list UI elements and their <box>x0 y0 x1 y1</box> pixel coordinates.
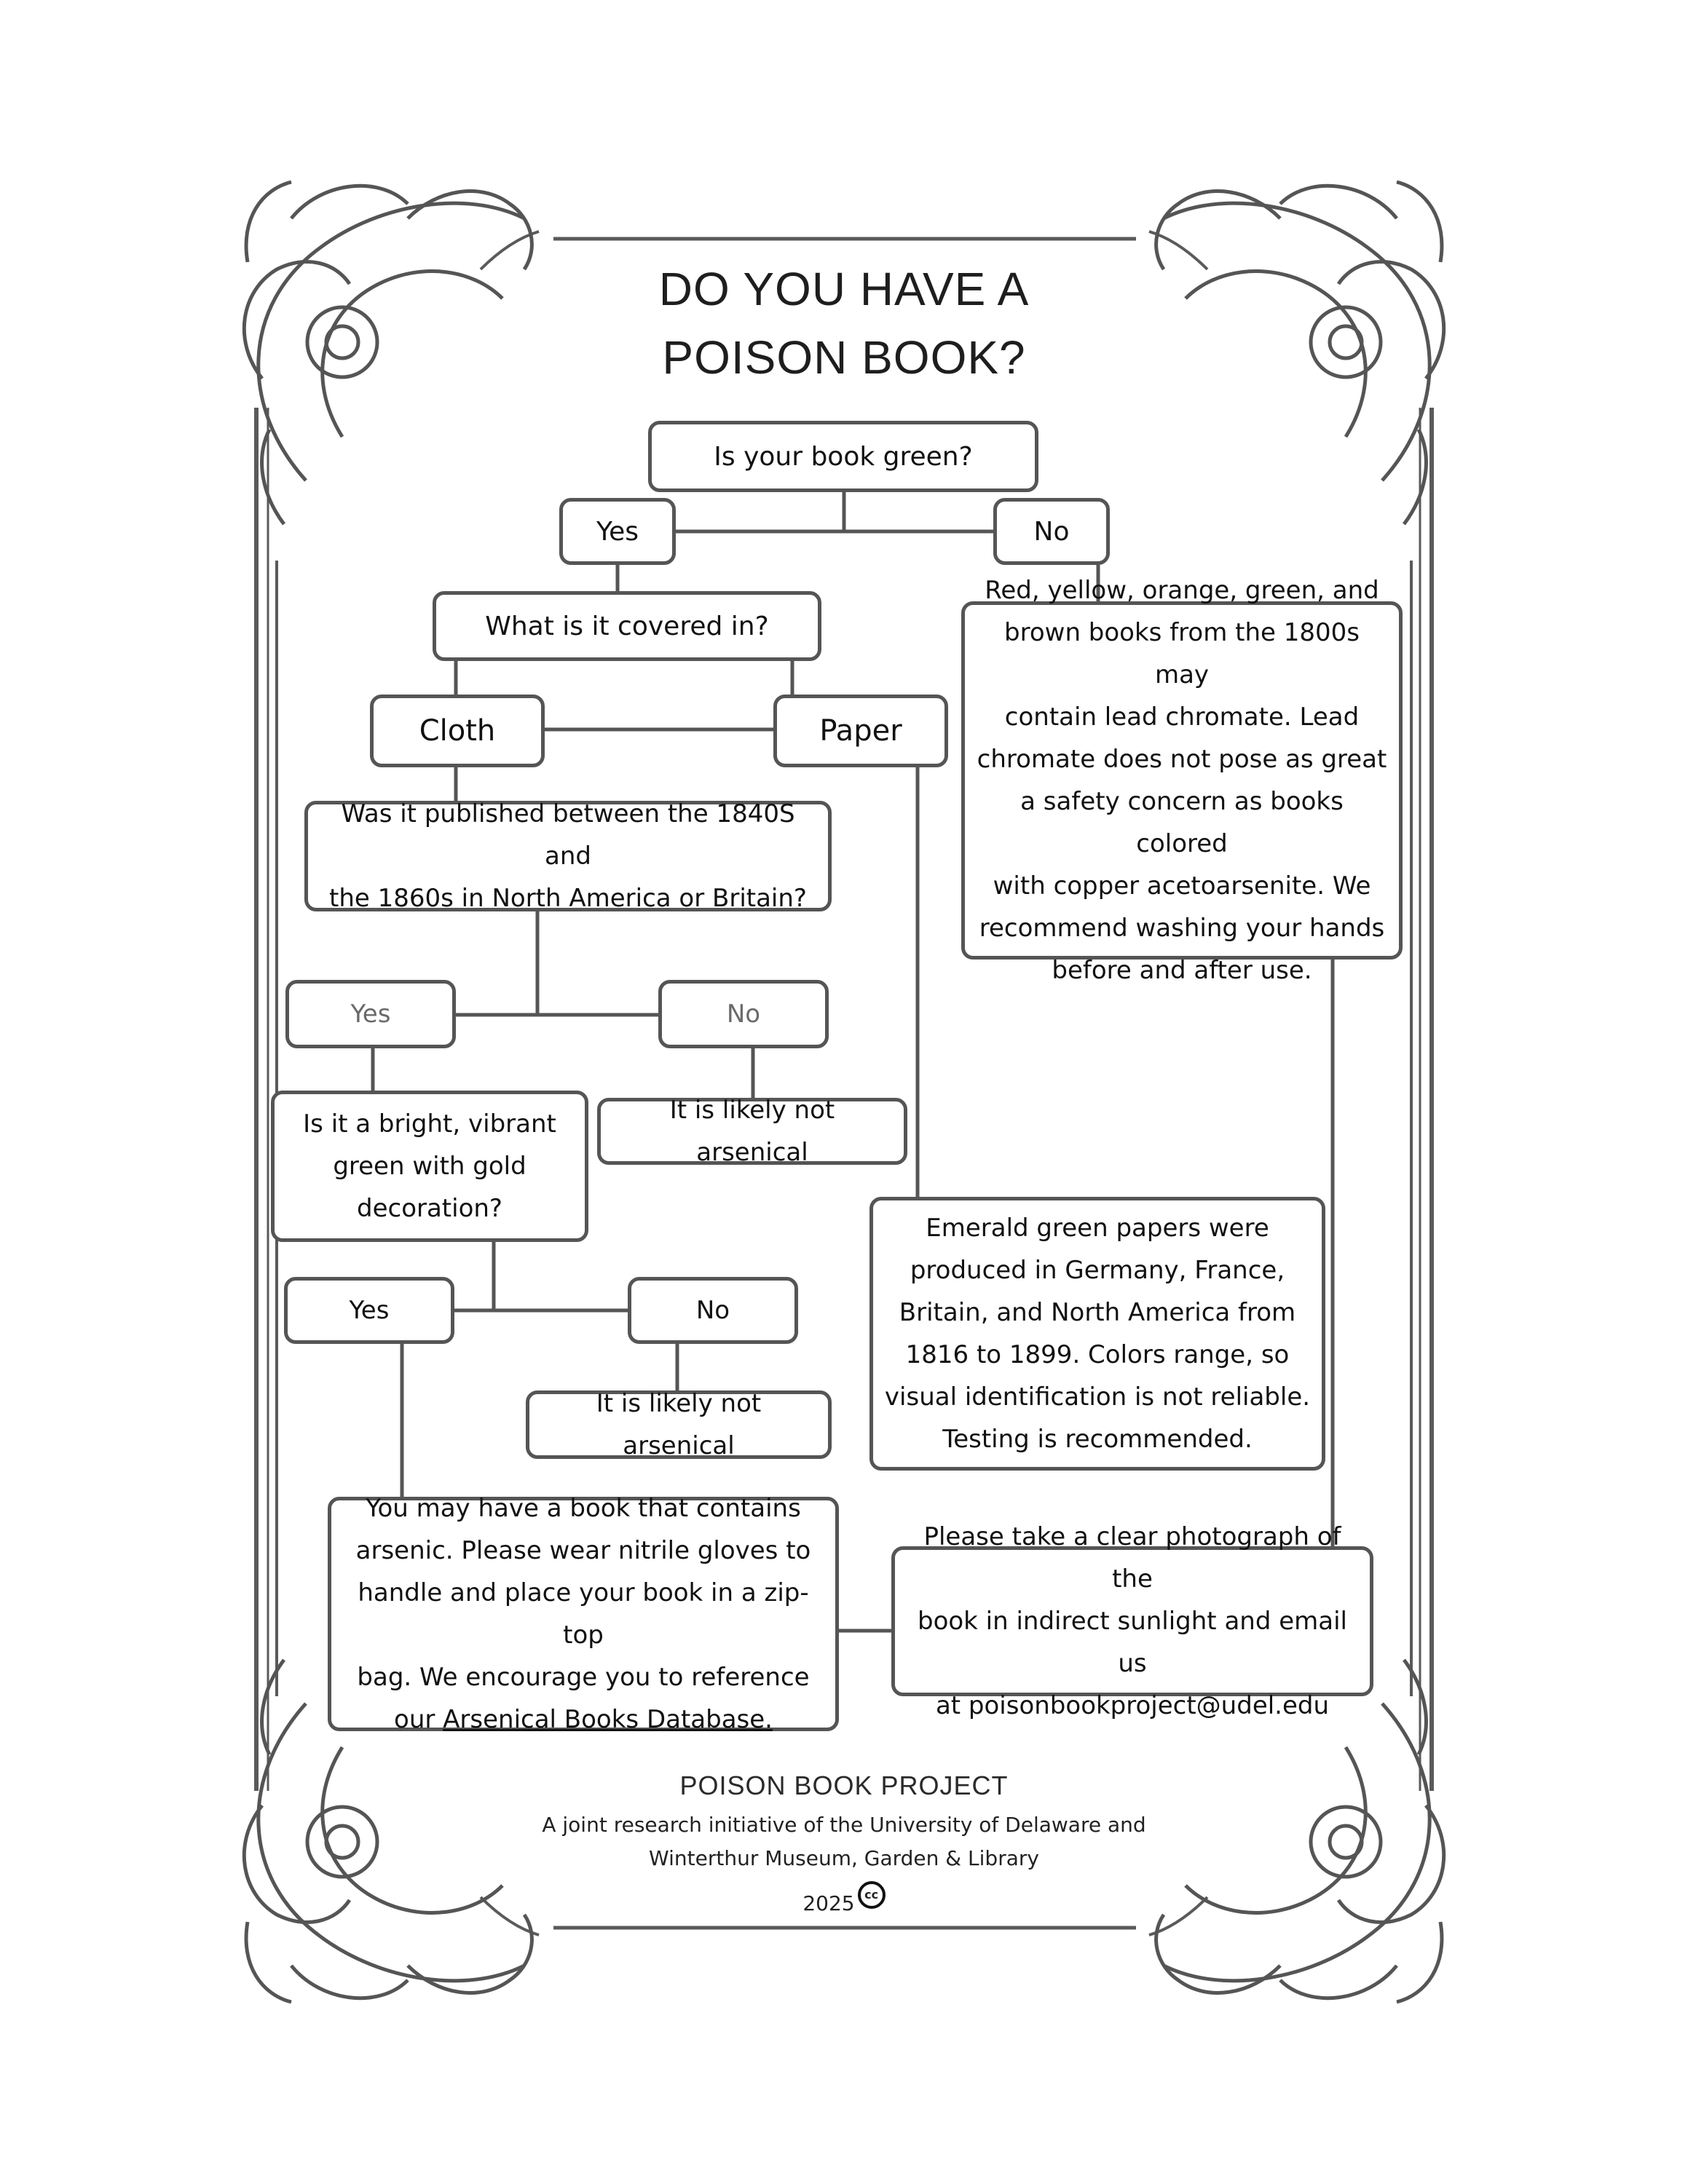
corner-flourish-top-right <box>1154 180 1446 526</box>
footer-brand: POISON BOOK PROJECT <box>679 1770 1009 1800</box>
answer-paper: Paper <box>773 695 948 767</box>
question-covered-in: What is it covered in? <box>433 591 821 661</box>
footer-line-1: A joint research initiative of the Unive… <box>542 1813 1146 1837</box>
question-published-line-2: the 1860s in North America or Britain? <box>329 884 807 913</box>
result-not-arsenical-1-text: It is likely not arsenical <box>669 1096 835 1167</box>
question-bright-line-3: decoration? <box>357 1194 502 1223</box>
arsenic-line-3: handle and place your book in a zip-top <box>358 1578 809 1650</box>
arsenic-line-2: arsenic. Please wear nitrile gloves to <box>355 1536 811 1565</box>
photo-line-2: book in indirect sunlight and email us <box>917 1607 1347 1678</box>
page-title-line-1: DO YOU HAVE A <box>658 263 1030 315</box>
arsenic-line-5: our Arsenical Books Database. <box>394 1698 773 1741</box>
corner-flourish-bottom-right <box>1154 1658 1446 2004</box>
lead-chromate-line-5: a safety concern as books colored <box>1020 787 1344 858</box>
result-not-arsenical-1: It is likely not arsenical <box>597 1096 907 1167</box>
footer-line-2: Winterthur Museum, Garden & Library <box>649 1846 1039 1870</box>
lead-chromate-line-3: contain lead chromate. Lead <box>1004 703 1360 732</box>
creative-commons-icon: cc <box>857 1881 886 1909</box>
corner-flourish-top-left <box>242 180 534 526</box>
answer-bright-yes-text: Yes <box>349 1296 390 1325</box>
answer-bright-no-text: No <box>695 1296 730 1325</box>
lead-chromate-line-6: with copper acetoarsenite. We <box>993 871 1371 901</box>
lead-chromate-line-1: Red, yellow, orange, green, and <box>985 576 1379 605</box>
answer-published-yes: Yes <box>285 980 456 1048</box>
arsenic-line-4: bag. We encourage you to reference <box>357 1663 810 1692</box>
emerald-line-2: produced in Germany, France, <box>910 1256 1285 1285</box>
lead-chromate-line-2: brown books from the 1800s may <box>1004 618 1360 689</box>
arsenical-books-database-link[interactable]: Arsenical Books Database. <box>443 1705 773 1734</box>
answer-published-yes-text: Yes <box>350 1000 391 1029</box>
emerald-line-5: visual identification is not reliable. <box>884 1382 1311 1412</box>
answer-cloth: Cloth <box>370 695 545 767</box>
photo-email-note: Please take a clear photograph of the bo… <box>891 1522 1373 1720</box>
emerald-line-1: Emerald green papers were <box>926 1214 1269 1243</box>
emerald-line-3: Britain, and North America from <box>899 1298 1296 1327</box>
answer-bright-yes: Yes <box>284 1277 454 1344</box>
question-published-line-1: Was it published between the 1840S and <box>341 799 795 871</box>
footer-year: 2025 <box>802 1891 855 1915</box>
question-published-period: Was it published between the 1840S and t… <box>304 799 832 913</box>
lead-chromate-line-8: before and after use. <box>1052 956 1312 985</box>
question-is-book-green-text: Is your book green? <box>714 441 973 472</box>
arsenic-warning-note: You may have a book that contains arseni… <box>328 1494 839 1734</box>
answer-bright-no: No <box>628 1277 798 1344</box>
lead-chromate-line-7: recommend washing your hands <box>979 914 1385 943</box>
arsenic-line-5-prefix: our <box>394 1705 443 1734</box>
emerald-line-4: 1816 to 1899. Colors range, so <box>905 1340 1290 1369</box>
lead-chromate-line-4: chromate does not pose as great <box>977 745 1387 774</box>
result-not-arsenical-2-text: It is likely not arsenical <box>596 1389 762 1460</box>
photo-line-1: Please take a clear photograph of the <box>923 1522 1341 1594</box>
emerald-line-6: Testing is recommended. <box>942 1425 1253 1454</box>
question-is-book-green: Is your book green? <box>648 421 1038 492</box>
result-not-arsenical-2: It is likely not arsenical <box>526 1389 832 1460</box>
lead-chromate-note: Red, yellow, orange, green, and brown bo… <box>961 576 1403 985</box>
answer-green-yes: Yes <box>559 498 676 565</box>
question-bright-green: Is it a bright, vibrant green with gold … <box>271 1091 588 1242</box>
arsenic-line-1: You may have a book that contains <box>366 1494 801 1523</box>
photo-line-3: at poisonbookproject@udel.edu <box>935 1691 1330 1720</box>
question-covered-in-text: What is it covered in? <box>485 611 769 641</box>
answer-cloth-text: Cloth <box>419 714 496 748</box>
answer-green-no: No <box>993 498 1110 565</box>
question-bright-line-2: green with gold <box>333 1152 526 1181</box>
answer-published-no: No <box>658 980 829 1048</box>
answer-green-yes-text: Yes <box>596 516 639 547</box>
emerald-green-note: Emerald green papers were produced in Ge… <box>869 1197 1325 1471</box>
page-title-line-2: POISON BOOK? <box>662 331 1026 384</box>
answer-paper-text: Paper <box>819 714 902 748</box>
answer-green-no-text: No <box>1033 516 1070 547</box>
answer-published-no-text: No <box>726 1000 761 1029</box>
question-bright-line-1: Is it a bright, vibrant <box>303 1109 556 1139</box>
corner-flourish-bottom-left <box>242 1658 534 2004</box>
